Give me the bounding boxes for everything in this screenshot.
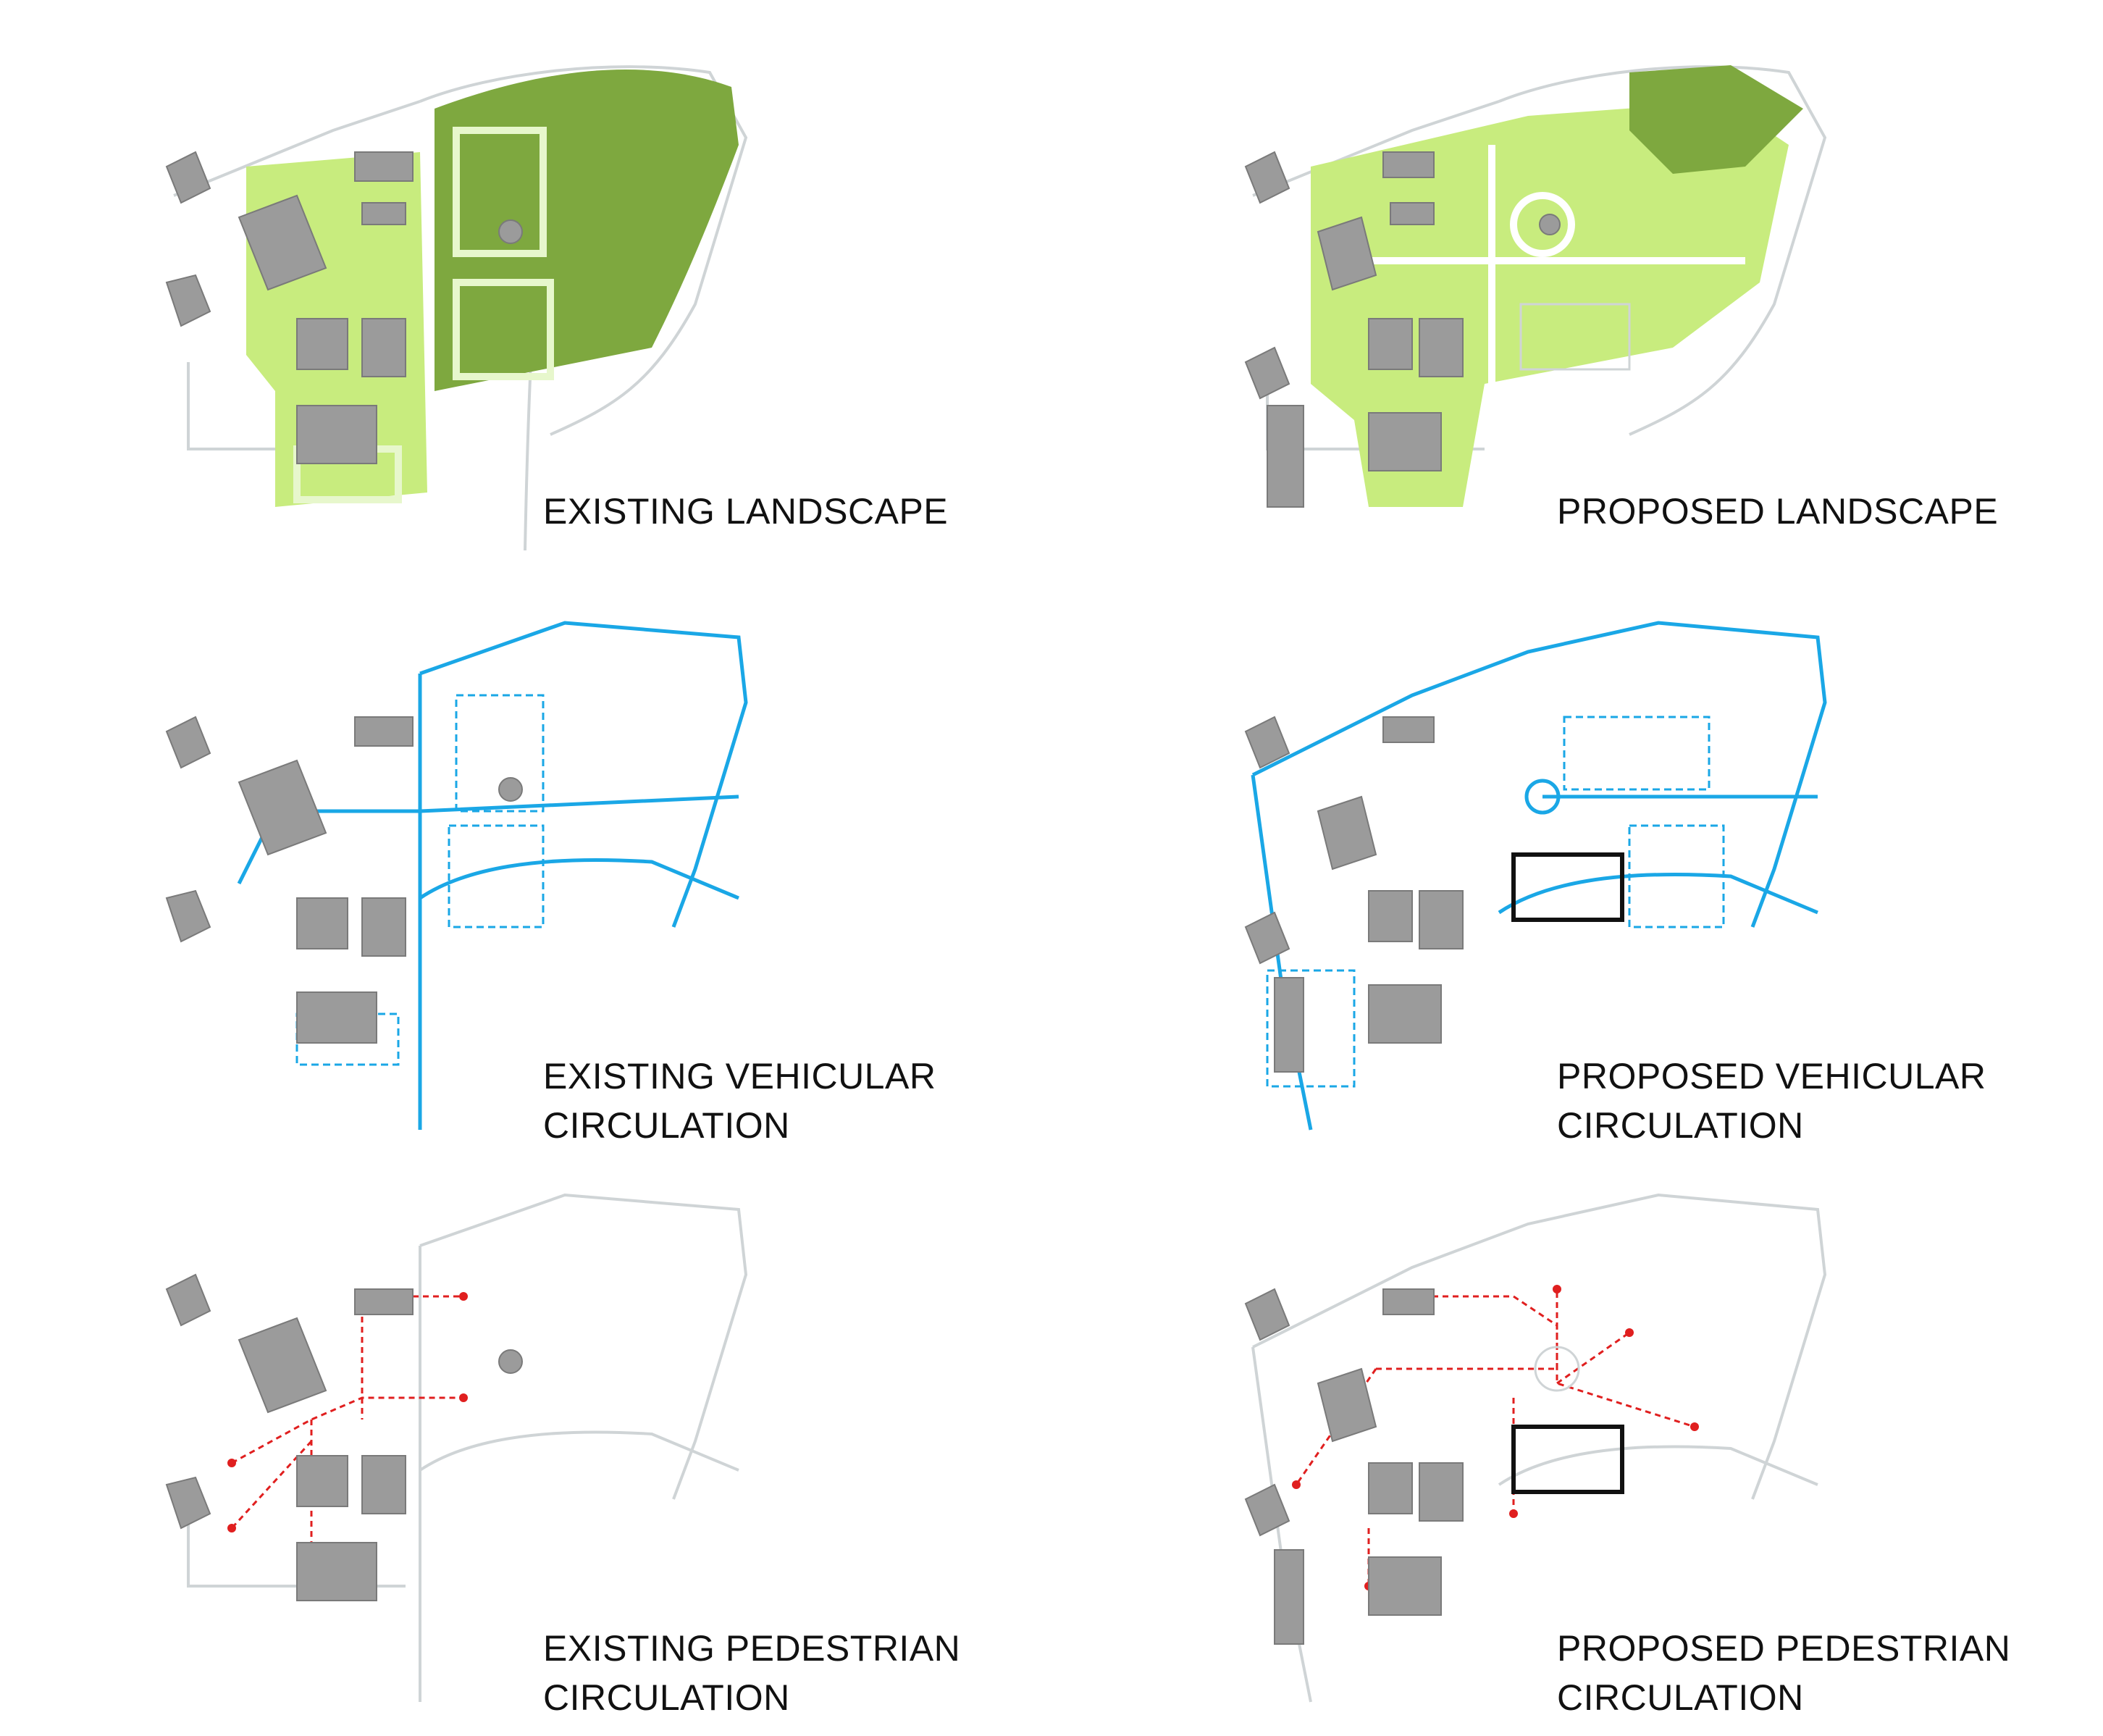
pedestrian-roundabout: [1534, 1346, 1580, 1392]
roads-primary: [237, 621, 748, 1130]
existing-pedestrian-map: [165, 1193, 748, 1702]
buildings: [1244, 1288, 1464, 1645]
caption-proposed-vehicular: PROPOSED VEHICULAR CIRCULATION: [1557, 1052, 1986, 1150]
caption-existing-landscape: EXISTING LANDSCAPE: [543, 487, 948, 536]
caption-proposed-pedestrian: PROPOSED PEDESTRIAN CIRCULATION: [1557, 1624, 2010, 1722]
proposed-landscape-map: [1244, 65, 1827, 508]
panel-existing-pedestrian: EXISTING PEDESTRIAN CIRCULATION: [145, 1181, 1014, 1718]
existing-vehicular-map: [165, 621, 748, 1130]
buildings: [1244, 151, 1561, 508]
buildings: [165, 1273, 523, 1601]
pedestrian-nodes: [1292, 1285, 1699, 1590]
walkways: [1332, 145, 1745, 391]
panel-proposed-landscape: PROPOSED LANDSCAPE: [1224, 43, 2093, 565]
buildings: [165, 716, 523, 1044]
pedestrian-paths: [1295, 1289, 1695, 1586]
panel-existing-vehicular: EXISTING VEHICULAR CIRCULATION: [145, 608, 1014, 1146]
panel-proposed-pedestrian: PROPOSED PEDESTRIAN CIRCULATION: [1224, 1181, 2093, 1718]
new-building-outline: [1519, 303, 1631, 371]
caption-line-1: PROPOSED VEHICULAR: [1557, 1056, 1986, 1096]
caption-line-2: CIRCULATION: [1557, 1105, 1804, 1146]
caption-line-1: EXISTING VEHICULAR: [543, 1056, 936, 1096]
caption-line-2: CIRCULATION: [543, 1105, 790, 1146]
buildings: [1244, 716, 1464, 1073]
caption-existing-pedestrian: EXISTING PEDESTRIAN CIRCULATION: [543, 1624, 960, 1722]
panel-existing-landscape: EXISTING LANDSCAPE: [145, 43, 1014, 565]
caption-line-1: EXISTING LANDSCAPE: [543, 491, 949, 532]
caption-existing-vehicular: EXISTING VEHICULAR CIRCULATION: [543, 1052, 936, 1150]
caption-line-1: PROPOSED PEDESTRIAN: [1557, 1628, 2011, 1669]
roundabout: [1524, 779, 1561, 815]
caption-proposed-landscape: PROPOSED LANDSCAPE: [1557, 487, 1998, 536]
caption-line-2: CIRCULATION: [543, 1677, 790, 1718]
buildings: [165, 151, 523, 464]
caption-line-1: EXISTING PEDESTRIAN: [543, 1628, 961, 1669]
caption-line-1: PROPOSED LANDSCAPE: [1557, 491, 1999, 532]
parking-routes: [1266, 716, 1725, 1088]
new-building: [1511, 852, 1624, 922]
new-building: [1511, 1425, 1624, 1494]
proposed-vehicular-map: [1244, 621, 1827, 1131]
panel-proposed-vehicular: PROPOSED VEHICULAR CIRCULATION: [1224, 608, 2093, 1146]
caption-line-2: CIRCULATION: [1557, 1677, 1804, 1718]
existing-landscape-map: [165, 65, 748, 551]
green-field-area: [1629, 65, 1803, 174]
green-field-area: [435, 70, 739, 391]
proposed-pedestrian-map: [1244, 1193, 1827, 1703]
